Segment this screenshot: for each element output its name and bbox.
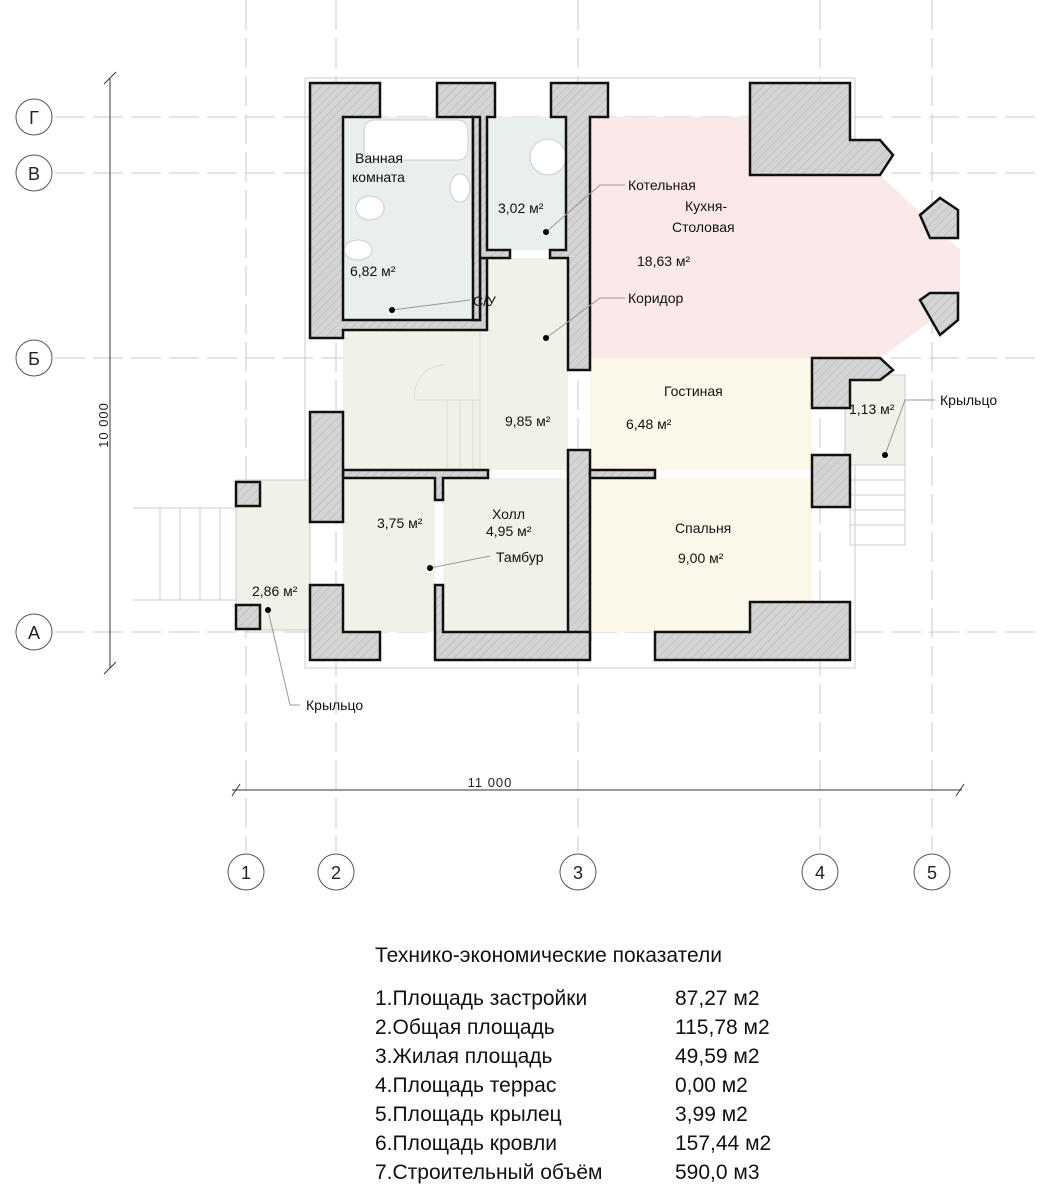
indicator-value: 590,0 м3 xyxy=(675,1161,760,1184)
hall-area: 4,95 м² xyxy=(486,523,532,539)
bath-area: 6,82 м² xyxy=(350,263,396,279)
axis-label: 5 xyxy=(927,863,937,883)
porch-steps-left xyxy=(133,507,236,601)
indicators-title: Технико-экономические показатели xyxy=(375,944,722,967)
tambur-name: Тамбур xyxy=(496,549,544,565)
indicator-value: 157,44 м2 xyxy=(675,1132,772,1155)
bathroom-fixtures xyxy=(343,119,567,261)
corridor-name: Коридор xyxy=(628,290,684,306)
bedroom-name: Спальня xyxy=(675,520,731,536)
indicator-row: 4.Площадь террас 0,00 м2 xyxy=(375,1071,771,1100)
column-axis-markers: 1 2 3 4 5 xyxy=(227,853,951,891)
kitchen-area: 18,63 м² xyxy=(637,253,691,269)
wc-name: С/У xyxy=(473,293,496,309)
walls xyxy=(234,81,960,662)
porch-right-area: 1,13 м² xyxy=(849,401,895,417)
indicators-table: Технико-экономические показатели 1.Площа… xyxy=(375,944,771,1187)
room-markers xyxy=(265,229,888,613)
axis-label: В xyxy=(28,164,40,184)
room-boiler xyxy=(480,117,566,250)
axis-label: 4 xyxy=(815,863,825,883)
room-tambur xyxy=(343,478,435,632)
porch-steps-right xyxy=(849,464,906,546)
indicator-row: 5.Площадь крылец 3,99 м2 xyxy=(375,1100,771,1129)
room-corridor xyxy=(343,258,568,470)
bath-name: Ванная xyxy=(355,150,403,166)
indicator-label: 4.Площадь террас xyxy=(375,1074,557,1097)
boiler-area: 3,02 м² xyxy=(498,200,544,216)
axis-label: Г xyxy=(29,108,39,128)
bath-name-2: комната xyxy=(352,169,405,185)
porch-right-name: Крыльцо xyxy=(940,392,997,408)
indicator-value: 87,27 м2 xyxy=(675,987,760,1010)
living-name: Гостиная xyxy=(664,383,723,399)
axis-label: Б xyxy=(28,349,40,369)
porch-left-name: Крыльцо xyxy=(306,697,363,713)
boiler-name: Котельная xyxy=(628,177,696,193)
indicator-row: 6.Площадь кровли 157,44 м2 xyxy=(375,1129,771,1158)
hall-name: Холл xyxy=(492,506,525,522)
tambur-area: 3,75 м² xyxy=(377,515,423,531)
indicator-row: 2.Общая площадь 115,78 м2 xyxy=(375,1013,771,1042)
axis-label: 3 xyxy=(573,863,583,883)
axis-label: 2 xyxy=(331,863,341,883)
kitchen-name-2: Столовая xyxy=(672,219,735,235)
leader-lines xyxy=(267,184,935,706)
dimension-vertical xyxy=(103,71,117,675)
indicator-value: 3,99 м2 xyxy=(675,1103,748,1126)
porch-left-area: 2,86 м² xyxy=(252,583,298,599)
kitchen-name: Кухня- xyxy=(685,198,727,214)
porch-right xyxy=(844,374,906,466)
room-kitchen xyxy=(590,117,960,358)
row-axis-markers: Г В Б А xyxy=(15,98,53,651)
indicator-row: 1.Площадь застройки 87,27 м2 xyxy=(375,984,771,1013)
indicator-label: 6.Площадь кровли xyxy=(375,1132,557,1155)
axis-label: 1 xyxy=(241,863,251,883)
dimension-horizontal-label: 11 000 xyxy=(468,775,513,790)
dimension-vertical-label: 10 000 xyxy=(96,402,111,448)
indicator-row: 3.Жилая площадь 49,59 м2 xyxy=(375,1042,771,1071)
room-living xyxy=(590,358,812,470)
room-hall xyxy=(443,478,568,632)
axis-label: А xyxy=(28,623,40,643)
indicator-label: 7.Строительный объём xyxy=(375,1161,603,1184)
floor-plan: Г В Б А 1 2 3 4 5 10 000 11 000 Ванная к… xyxy=(15,0,1040,891)
living-area: 6,48 м² xyxy=(626,416,672,432)
indicator-label: 3.Жилая площадь xyxy=(375,1045,553,1068)
corridor-area: 9,85 м² xyxy=(505,413,551,429)
indicator-value: 0,00 м2 xyxy=(675,1074,748,1097)
dimension-horizontal xyxy=(231,783,965,797)
indicator-label: 2.Общая площадь xyxy=(375,1016,555,1039)
indicator-value: 49,59 м2 xyxy=(675,1045,760,1068)
bedroom-area: 9,00 м² xyxy=(678,550,724,566)
indicator-row: 7.Строительный объём 590,0 м3 xyxy=(375,1158,771,1187)
indicator-value: 115,78 м2 xyxy=(675,1016,770,1039)
staircase xyxy=(414,330,481,470)
indicator-label: 1.Площадь застройки xyxy=(375,987,588,1010)
indicator-label: 5.Площадь крылец xyxy=(375,1103,562,1126)
